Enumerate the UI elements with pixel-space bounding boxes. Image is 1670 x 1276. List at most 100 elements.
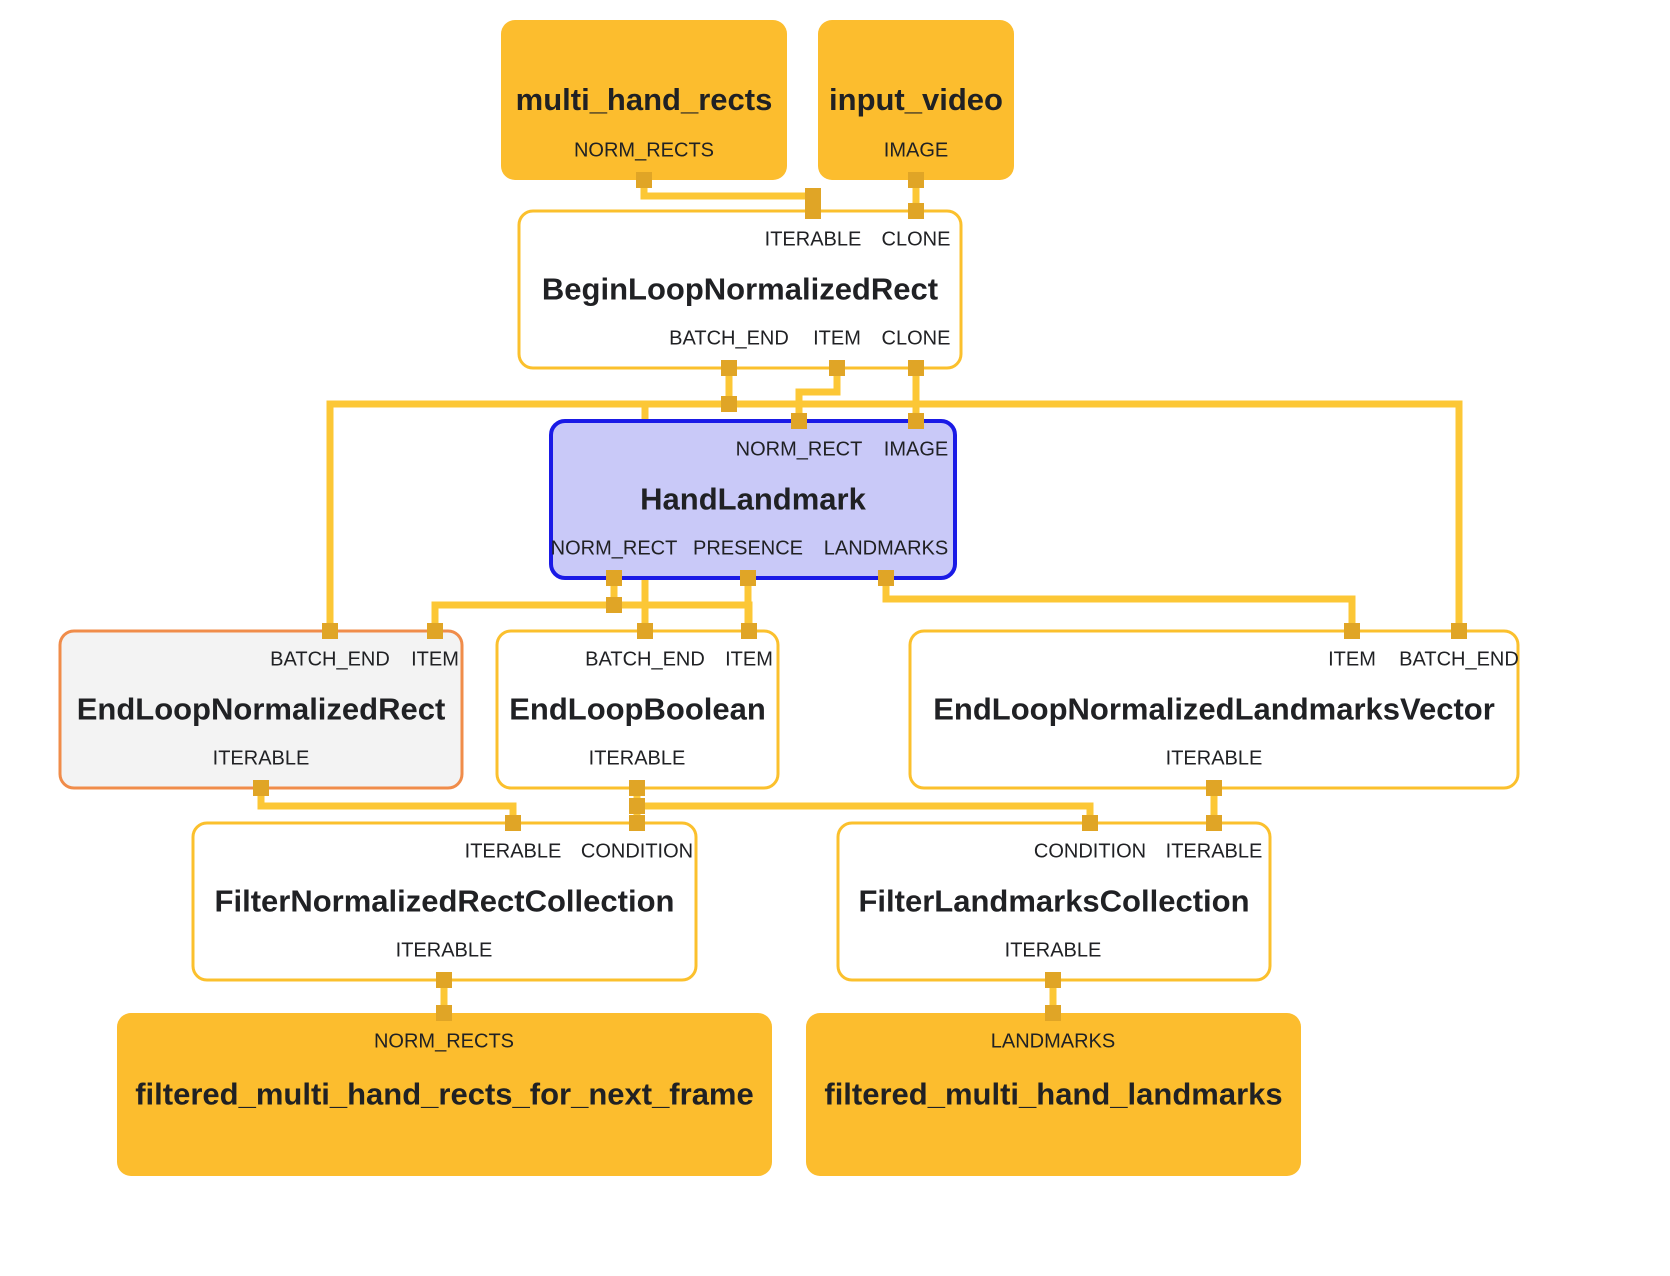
graph-edge[interactable] <box>729 400 1463 631</box>
port-handle-item[interactable] <box>829 360 845 376</box>
input-port-label-condition: CONDITION <box>1034 840 1146 862</box>
node-title: EndLoopNormalizedRect <box>77 692 446 727</box>
node-title: EndLoopNormalizedLandmarksVector <box>933 692 1495 727</box>
graph-edge[interactable] <box>640 180 817 211</box>
port-handle-junction[interactable] <box>629 798 645 814</box>
node-title: EndLoopBoolean <box>509 692 766 727</box>
port-handle-item[interactable] <box>1344 623 1360 639</box>
port-handle-iterable[interactable] <box>436 972 452 988</box>
port-handle-iterable[interactable] <box>1206 815 1222 831</box>
graph-edge[interactable] <box>431 578 618 631</box>
node-body[interactable] <box>117 1013 772 1176</box>
output-port-label-landmarks: LANDMARKS <box>824 537 948 559</box>
graph-node-filtered_multi_hand_rects_for_next_frame[interactable]: filtered_multi_hand_rects_for_next_frame… <box>117 1013 772 1176</box>
input-port-label-condition: CONDITION <box>581 840 693 862</box>
port-handle-norm_rects[interactable] <box>436 1005 452 1021</box>
graph-node-filtered_multi_hand_landmarks[interactable]: filtered_multi_hand_landmarks LANDMARKS <box>806 1013 1301 1176</box>
port-handle-norm_rects[interactable] <box>636 172 652 188</box>
port-handle-junction[interactable] <box>805 188 821 204</box>
input-port-label-batch_end: BATCH_END <box>1399 648 1519 670</box>
graph-edge[interactable] <box>637 802 1094 823</box>
node-title: HandLandmark <box>640 482 866 517</box>
port-layer <box>253 172 1467 1021</box>
output-port-label-image: IMAGE <box>884 139 948 161</box>
port-handle-junction[interactable] <box>606 597 622 613</box>
graph-edge[interactable] <box>882 578 1356 631</box>
node-title: filtered_multi_hand_landmarks <box>824 1077 1282 1112</box>
input-port-label-item: ITEM <box>1328 648 1376 670</box>
node-title: multi_hand_rects <box>516 82 773 117</box>
port-handle-batch_end[interactable] <box>322 623 338 639</box>
input-port-label-item: ITEM <box>411 648 459 670</box>
output-port-label-item: ITEM <box>813 327 861 349</box>
input-port-label-item: ITEM <box>725 648 773 670</box>
port-handle-iterable[interactable] <box>1045 972 1061 988</box>
port-handle-condition[interactable] <box>1082 815 1098 831</box>
input-port-label-iterable: ITERABLE <box>465 840 562 862</box>
port-handle-iterable[interactable] <box>805 203 821 219</box>
port-handle-clone[interactable] <box>908 360 924 376</box>
port-handle-item[interactable] <box>741 623 757 639</box>
port-handle-presence[interactable] <box>740 570 756 586</box>
output-port-label-iterable: ITERABLE <box>1166 747 1263 769</box>
port-handle-landmarks[interactable] <box>1045 1005 1061 1021</box>
output-port-label-norm_rect: NORM_RECT <box>551 537 678 559</box>
graph-node-EndLoopNormalizedRect[interactable]: EndLoopNormalizedRect BATCH_END ITEM ITERAB… <box>58 629 464 790</box>
output-port-label-iterable: ITERABLE <box>589 747 686 769</box>
graph-edge[interactable] <box>614 601 753 631</box>
input-port-label-batch_end: BATCH_END <box>585 648 705 670</box>
port-handle-clone[interactable] <box>908 203 924 219</box>
node-body[interactable] <box>818 20 1014 180</box>
port-handle-image[interactable] <box>908 172 924 188</box>
input-port-label-image: IMAGE <box>884 438 948 460</box>
graph-node-BeginLoopNormalizedRect[interactable]: BeginLoopNormalizedRect ITERABLE CLONE BATC… <box>517 209 963 370</box>
graph-node-EndLoopBoolean[interactable]: EndLoopBoolean BATCH_END ITEM ITERABLE <box>495 629 780 790</box>
port-handle-landmarks[interactable] <box>878 570 894 586</box>
port-handle-batch_end[interactable] <box>1451 623 1467 639</box>
input-port-label-clone: CLONE <box>882 228 951 250</box>
graph-edge[interactable] <box>326 368 733 631</box>
port-handle-image[interactable] <box>908 413 924 429</box>
port-handle-norm_rect[interactable] <box>791 413 807 429</box>
node-title: filtered_multi_hand_rects_for_next_frame <box>135 1077 754 1112</box>
node-title: FilterNormalizedRectCollection <box>215 884 675 919</box>
node-title: BeginLoopNormalizedRect <box>542 272 938 307</box>
output-port-label-norm_rects: NORM_RECTS <box>574 139 714 161</box>
node-title: input_video <box>829 82 1003 117</box>
output-port-label-clone: CLONE <box>882 327 951 349</box>
graph-node-EndLoopNormalizedLandmarksVector[interactable]: EndLoopNormalizedLandmarksVector ITEM BATC… <box>908 629 1520 790</box>
port-handle-item[interactable] <box>427 623 443 639</box>
input-port-label-batch_end: BATCH_END <box>270 648 390 670</box>
port-handle-iterable[interactable] <box>629 780 645 796</box>
node-body[interactable] <box>501 20 787 180</box>
node-layer: multi_hand_rectsNORM_RECTSinput_videoIMA… <box>58 20 1520 1176</box>
port-handle-iterable[interactable] <box>505 815 521 831</box>
port-handle-batch_end[interactable] <box>721 360 737 376</box>
input-port-label-norm_rect: NORM_RECT <box>736 438 863 460</box>
port-handle-iterable[interactable] <box>253 780 269 796</box>
input-port-label-norm_rects: NORM_RECTS <box>374 1030 514 1052</box>
input-port-label-iterable: ITERABLE <box>765 228 862 250</box>
output-port-label-presence: PRESENCE <box>693 537 803 559</box>
graph-node-FilterLandmarksCollection[interactable]: FilterLandmarksCollection CONDITION ITERAB… <box>836 821 1272 982</box>
port-handle-iterable[interactable] <box>1206 780 1222 796</box>
port-handle-junction[interactable] <box>721 396 737 412</box>
node-body[interactable] <box>517 209 963 370</box>
port-handle-batch_end[interactable] <box>637 623 653 639</box>
graph-edge[interactable] <box>257 788 517 823</box>
node-body[interactable] <box>806 1013 1301 1176</box>
port-handle-condition[interactable] <box>629 815 645 831</box>
input-port-label-landmarks: LANDMARKS <box>991 1030 1115 1052</box>
output-port-label-iterable: ITERABLE <box>1005 939 1102 961</box>
output-port-label-batch_end: BATCH_END <box>669 327 789 349</box>
port-handle-norm_rect[interactable] <box>606 570 622 586</box>
output-port-label-iterable: ITERABLE <box>213 747 310 769</box>
node-title: FilterLandmarksCollection <box>858 884 1249 919</box>
output-port-label-iterable: ITERABLE <box>396 939 493 961</box>
